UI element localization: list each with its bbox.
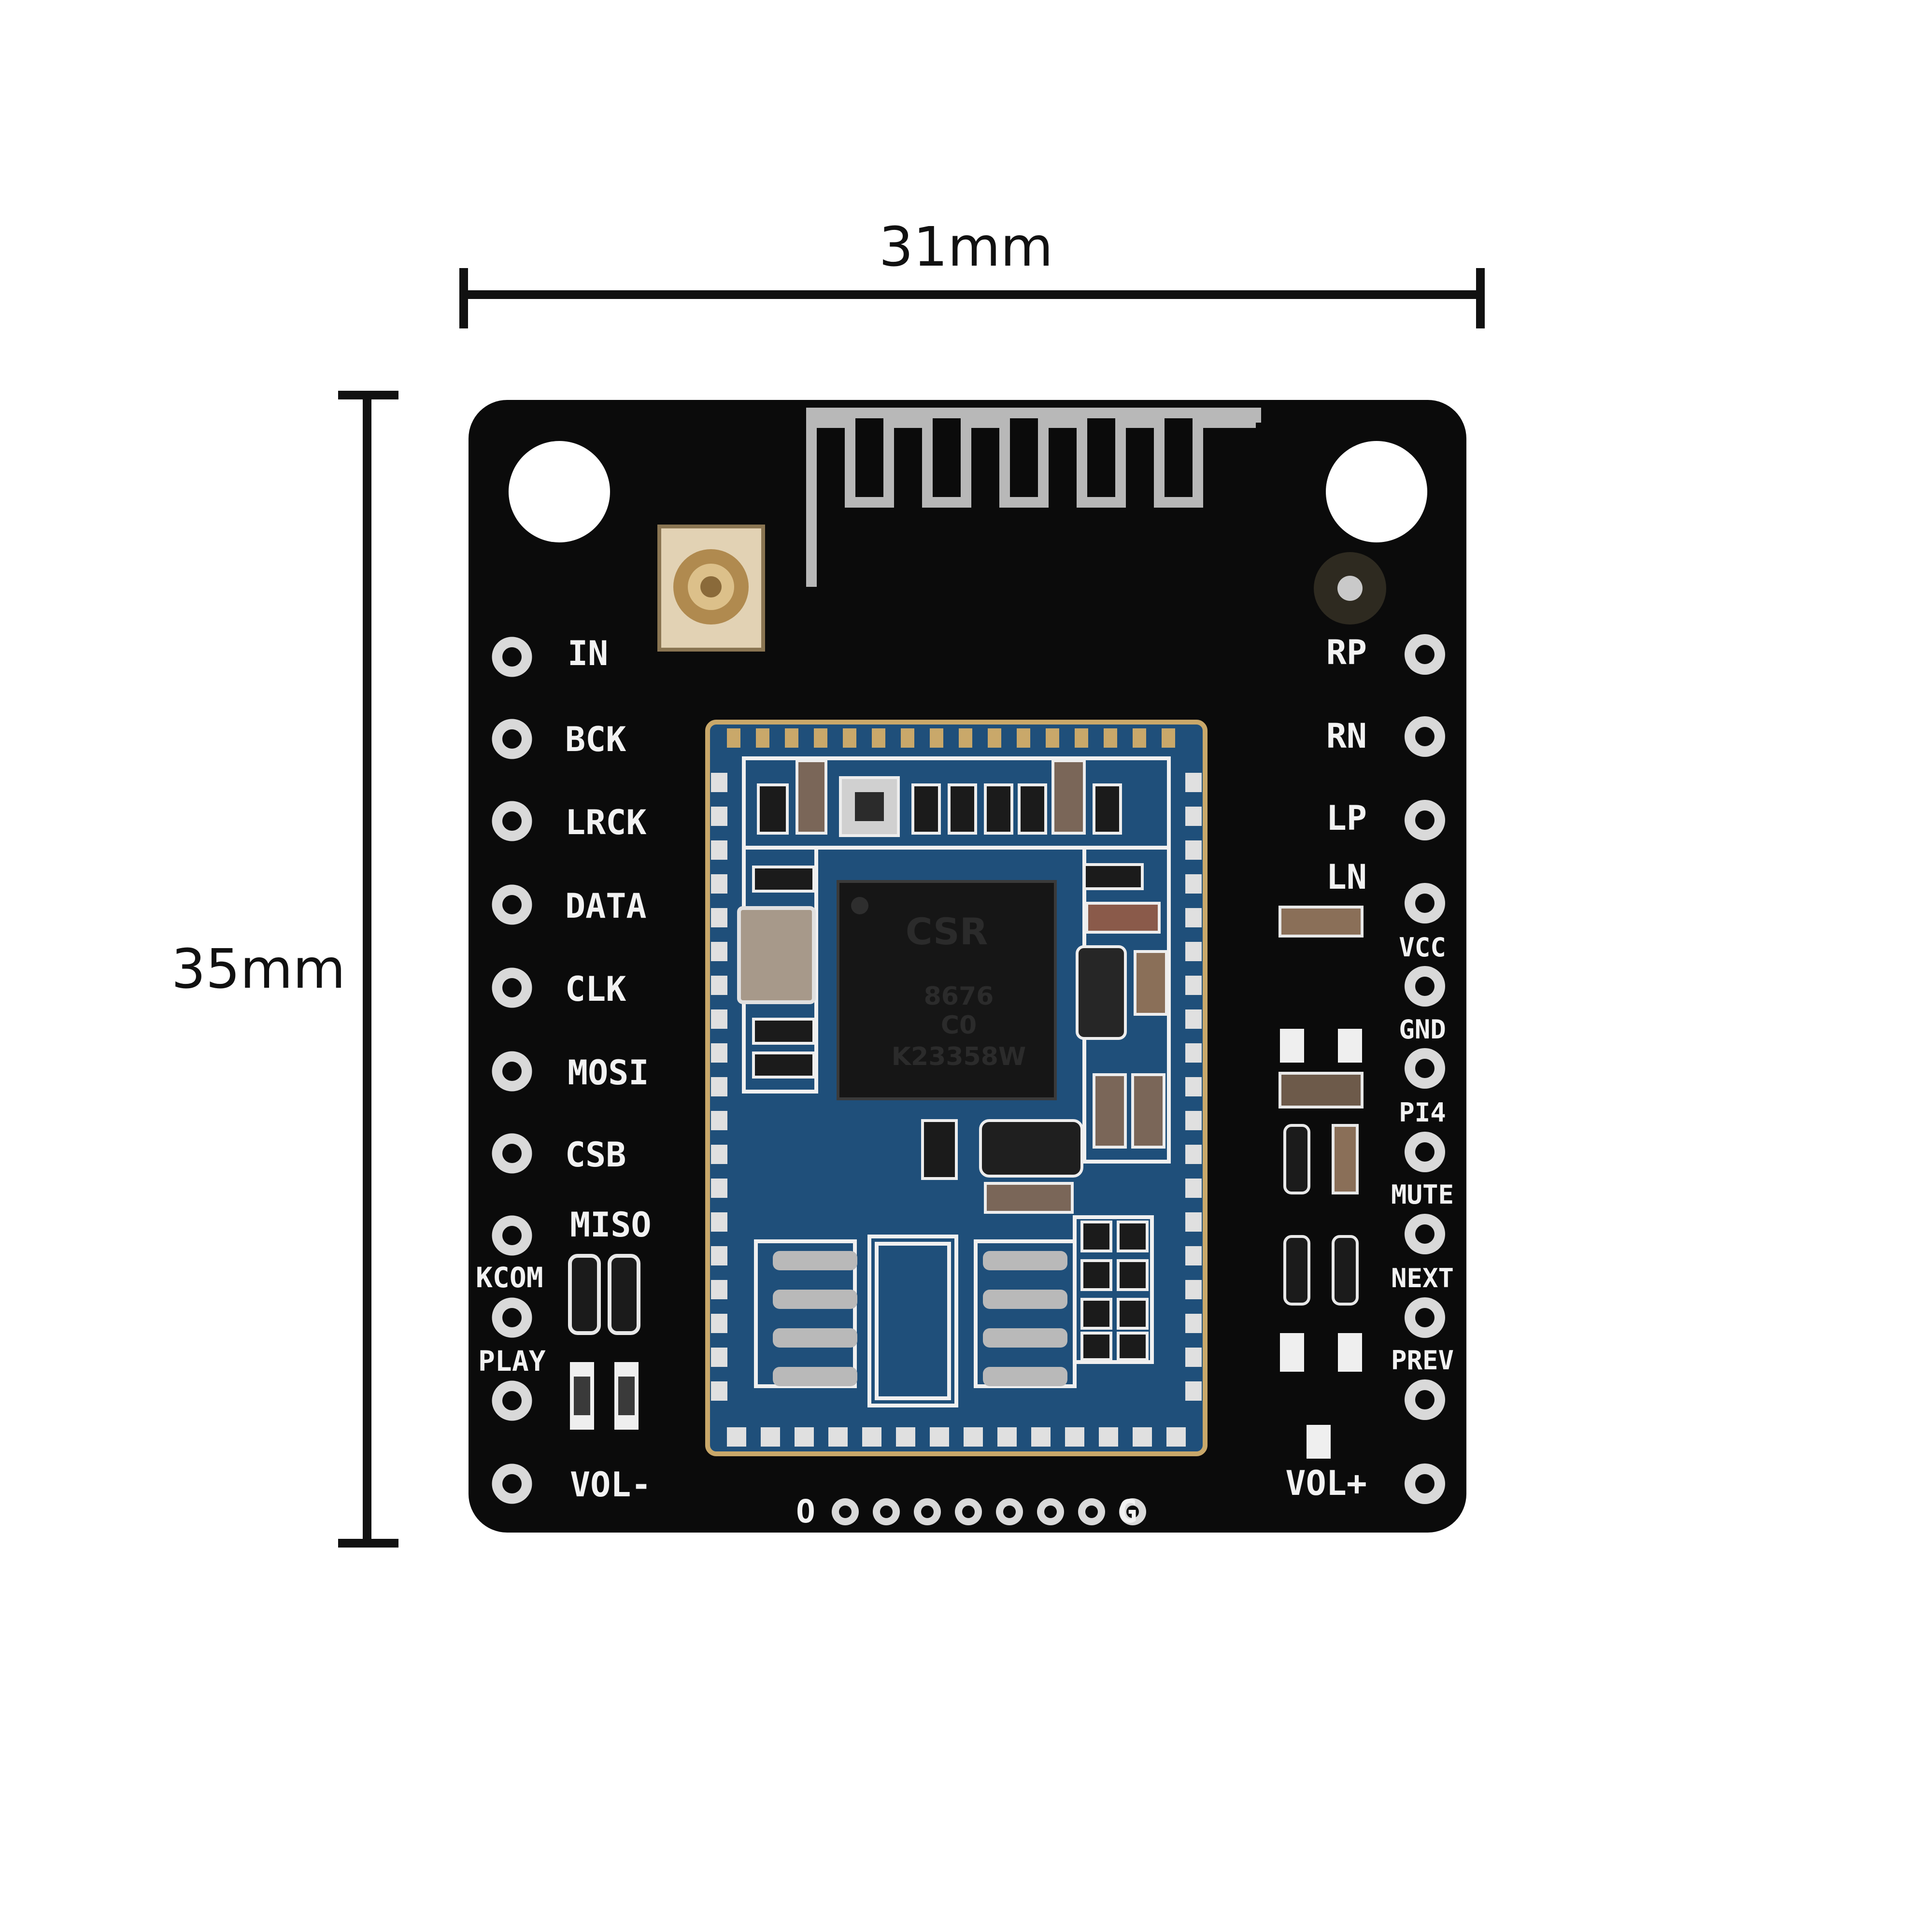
pin-label-miso: MISO (570, 1205, 652, 1245)
pin-label-ln: LN (1326, 857, 1367, 897)
width-dimension: 31mm (459, 216, 1485, 328)
pin-label-pi4: PI4 (1399, 1097, 1446, 1128)
height-dimension: 35mm (171, 391, 398, 1548)
chip-line-2: C0 (941, 1011, 977, 1040)
chip-line-3: K23358W (892, 1042, 1026, 1071)
pin-label-lrck: LRCK (565, 803, 647, 842)
ufl-connector (657, 525, 765, 652)
soic-chip (773, 1242, 1067, 1400)
left-smd-parts (568, 1254, 640, 1430)
mounting-hole (1326, 441, 1427, 542)
bottom-label-o: O (796, 1493, 815, 1530)
left-pin-holes (491, 636, 533, 1505)
pin-label-vol-plus: VOL+ (1285, 1463, 1367, 1503)
pin-label-in: IN (568, 634, 608, 673)
pin-label-play: PLAY (478, 1345, 546, 1378)
pin-label-bck: BCK (565, 720, 626, 759)
pin-label-kcom: KCOM (476, 1261, 543, 1294)
right-smd-parts (1279, 906, 1364, 1459)
pcb-antenna (806, 408, 1261, 587)
pin-label-mute: MUTE (1391, 1179, 1454, 1210)
pin-label-prev: PREV (1391, 1345, 1454, 1376)
left-pin-labels: IN BCK LRCK DATA CLK MOSI CSB MISO KCOM … (476, 634, 652, 1505)
pin-label-mosi: MOSI (568, 1053, 649, 1093)
crystal (737, 906, 816, 1004)
width-label: 31mm (879, 216, 1053, 279)
pin-label-vcc: VCC (1399, 932, 1446, 963)
pin-label-lp: LP (1326, 798, 1367, 838)
bluetooth-module: CSR 8676 C0 K23358W (705, 720, 1208, 1456)
pin-label-rn: RN (1326, 716, 1367, 756)
pin-label-clk: CLK (565, 969, 626, 1009)
chip-brand: CSR (906, 910, 988, 953)
chip-line-1: 8676 (924, 982, 994, 1011)
pin-label-next: NEXT (1391, 1263, 1454, 1293)
pin-label-rp: RP (1326, 633, 1367, 672)
right-pin-labels: RP RN LP LN VCC GND PI4 MUTE NEXT PREV V… (1285, 633, 1454, 1503)
pin-label-gnd: GND (1399, 1014, 1446, 1045)
mounting-hole (509, 441, 610, 542)
pin-label-data: DATA (565, 886, 647, 926)
bottom-label-g: G (1118, 1493, 1137, 1530)
pin-label-vol-minus: VOL- (570, 1465, 652, 1505)
pcb-board: IN BCK LRCK DATA CLK MOSI CSB MISO KCOM … (469, 400, 1466, 1533)
height-label: 35mm (171, 938, 346, 1001)
pin-label-csb: CSB (565, 1135, 626, 1175)
csr-chip: CSR 8676 C0 K23358W (837, 880, 1057, 1100)
